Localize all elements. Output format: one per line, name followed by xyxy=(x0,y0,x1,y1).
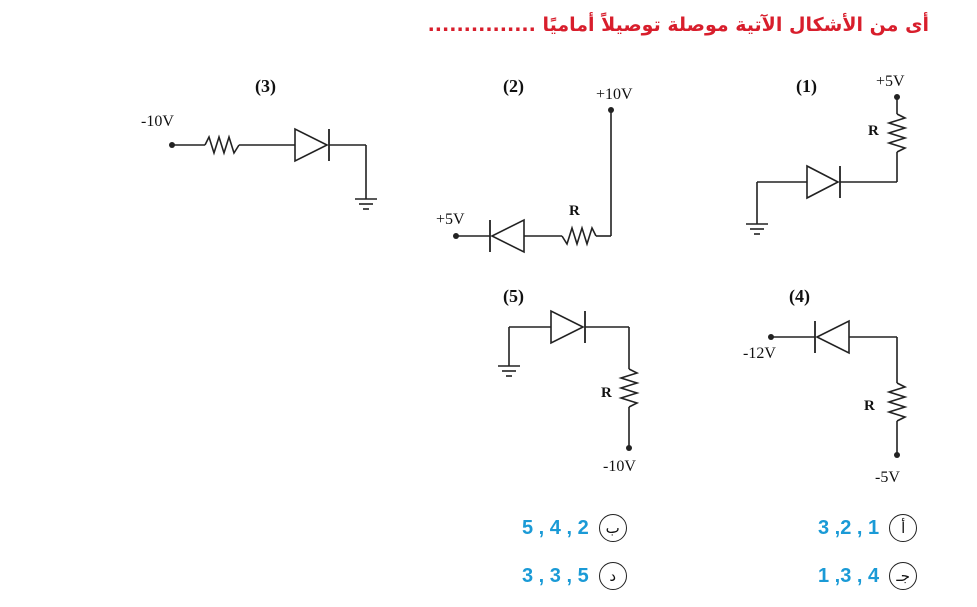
figure-5: (5) -10V R xyxy=(497,286,640,475)
option-b-value: 5 , 4 , 2 xyxy=(522,516,589,539)
figure-1-number: (1) xyxy=(796,76,817,97)
figure-4-diode xyxy=(814,319,850,355)
figure-4-voltage-left: -12V xyxy=(743,345,776,362)
figure-4-terminal-bottom xyxy=(894,452,900,458)
option-c-value: 1 ,3 , 4 xyxy=(818,564,880,587)
figure-4-resistor-label: R xyxy=(864,398,875,414)
figure-5-number: (5) xyxy=(503,286,524,307)
figure-1-ground-icon xyxy=(745,223,769,235)
option-a-value: 3 ,2 , 1 xyxy=(818,516,880,539)
figure-5-diode xyxy=(550,309,586,345)
figure-5-terminal-bottom xyxy=(626,445,632,451)
figure-1-resistor-label: R xyxy=(868,123,879,139)
figure-3-resistor xyxy=(204,134,240,156)
figure-2-diode xyxy=(489,218,525,254)
figure-1-diode xyxy=(806,164,841,200)
figure-2-number: (2) xyxy=(503,76,524,97)
figure-4: (4) -12V -5V R xyxy=(743,286,908,486)
figure-2-voltage-left: +5V xyxy=(436,211,465,228)
option-b[interactable]: 5 , 4 , 2 ب xyxy=(522,514,627,542)
figure-3: (3) -10V xyxy=(141,76,378,210)
figure-5-resistor xyxy=(618,368,640,408)
option-d[interactable]: 3 , 3 , 5 د xyxy=(522,562,627,590)
option-b-letter: ب xyxy=(598,514,627,542)
figure-1-voltage: +5V xyxy=(876,73,905,90)
option-a[interactable]: 3 ,2 , 1 أ xyxy=(818,514,918,542)
figure-2-resistor-label: R xyxy=(569,203,580,219)
figure-4-voltage-bottom: -5V xyxy=(875,469,900,486)
figure-2-terminal-left xyxy=(453,233,459,239)
figure-3-ground-icon xyxy=(354,198,378,210)
question-text: أى من الأشكال الآتية موصلة توصيلاً أمامي… xyxy=(427,14,929,36)
figure-3-voltage: -10V xyxy=(141,113,174,130)
option-c[interactable]: 1 ,3 , 4 جـ xyxy=(818,562,918,590)
figure-5-resistor-label: R xyxy=(601,385,612,401)
figure-4-number: (4) xyxy=(789,286,810,307)
figure-5-voltage: -10V xyxy=(603,458,636,475)
figure-3-diode xyxy=(294,127,330,163)
option-d-value: 3 , 3 , 5 xyxy=(522,564,589,587)
figure-3-number: (3) xyxy=(255,76,276,97)
figure-2-resistor xyxy=(561,225,597,247)
figure-2-voltage-top: +10V xyxy=(596,86,633,103)
option-d-letter: د xyxy=(598,562,627,590)
option-c-letter: جـ xyxy=(889,562,918,590)
figure-1-resistor xyxy=(886,113,908,153)
figure-2: (2) +10V +5V R xyxy=(436,76,633,254)
option-a-letter: أ xyxy=(889,514,918,542)
figure-1: (1) +5V R xyxy=(745,73,908,235)
figure-4-resistor xyxy=(886,382,908,422)
figure-5-ground-icon xyxy=(497,365,521,377)
